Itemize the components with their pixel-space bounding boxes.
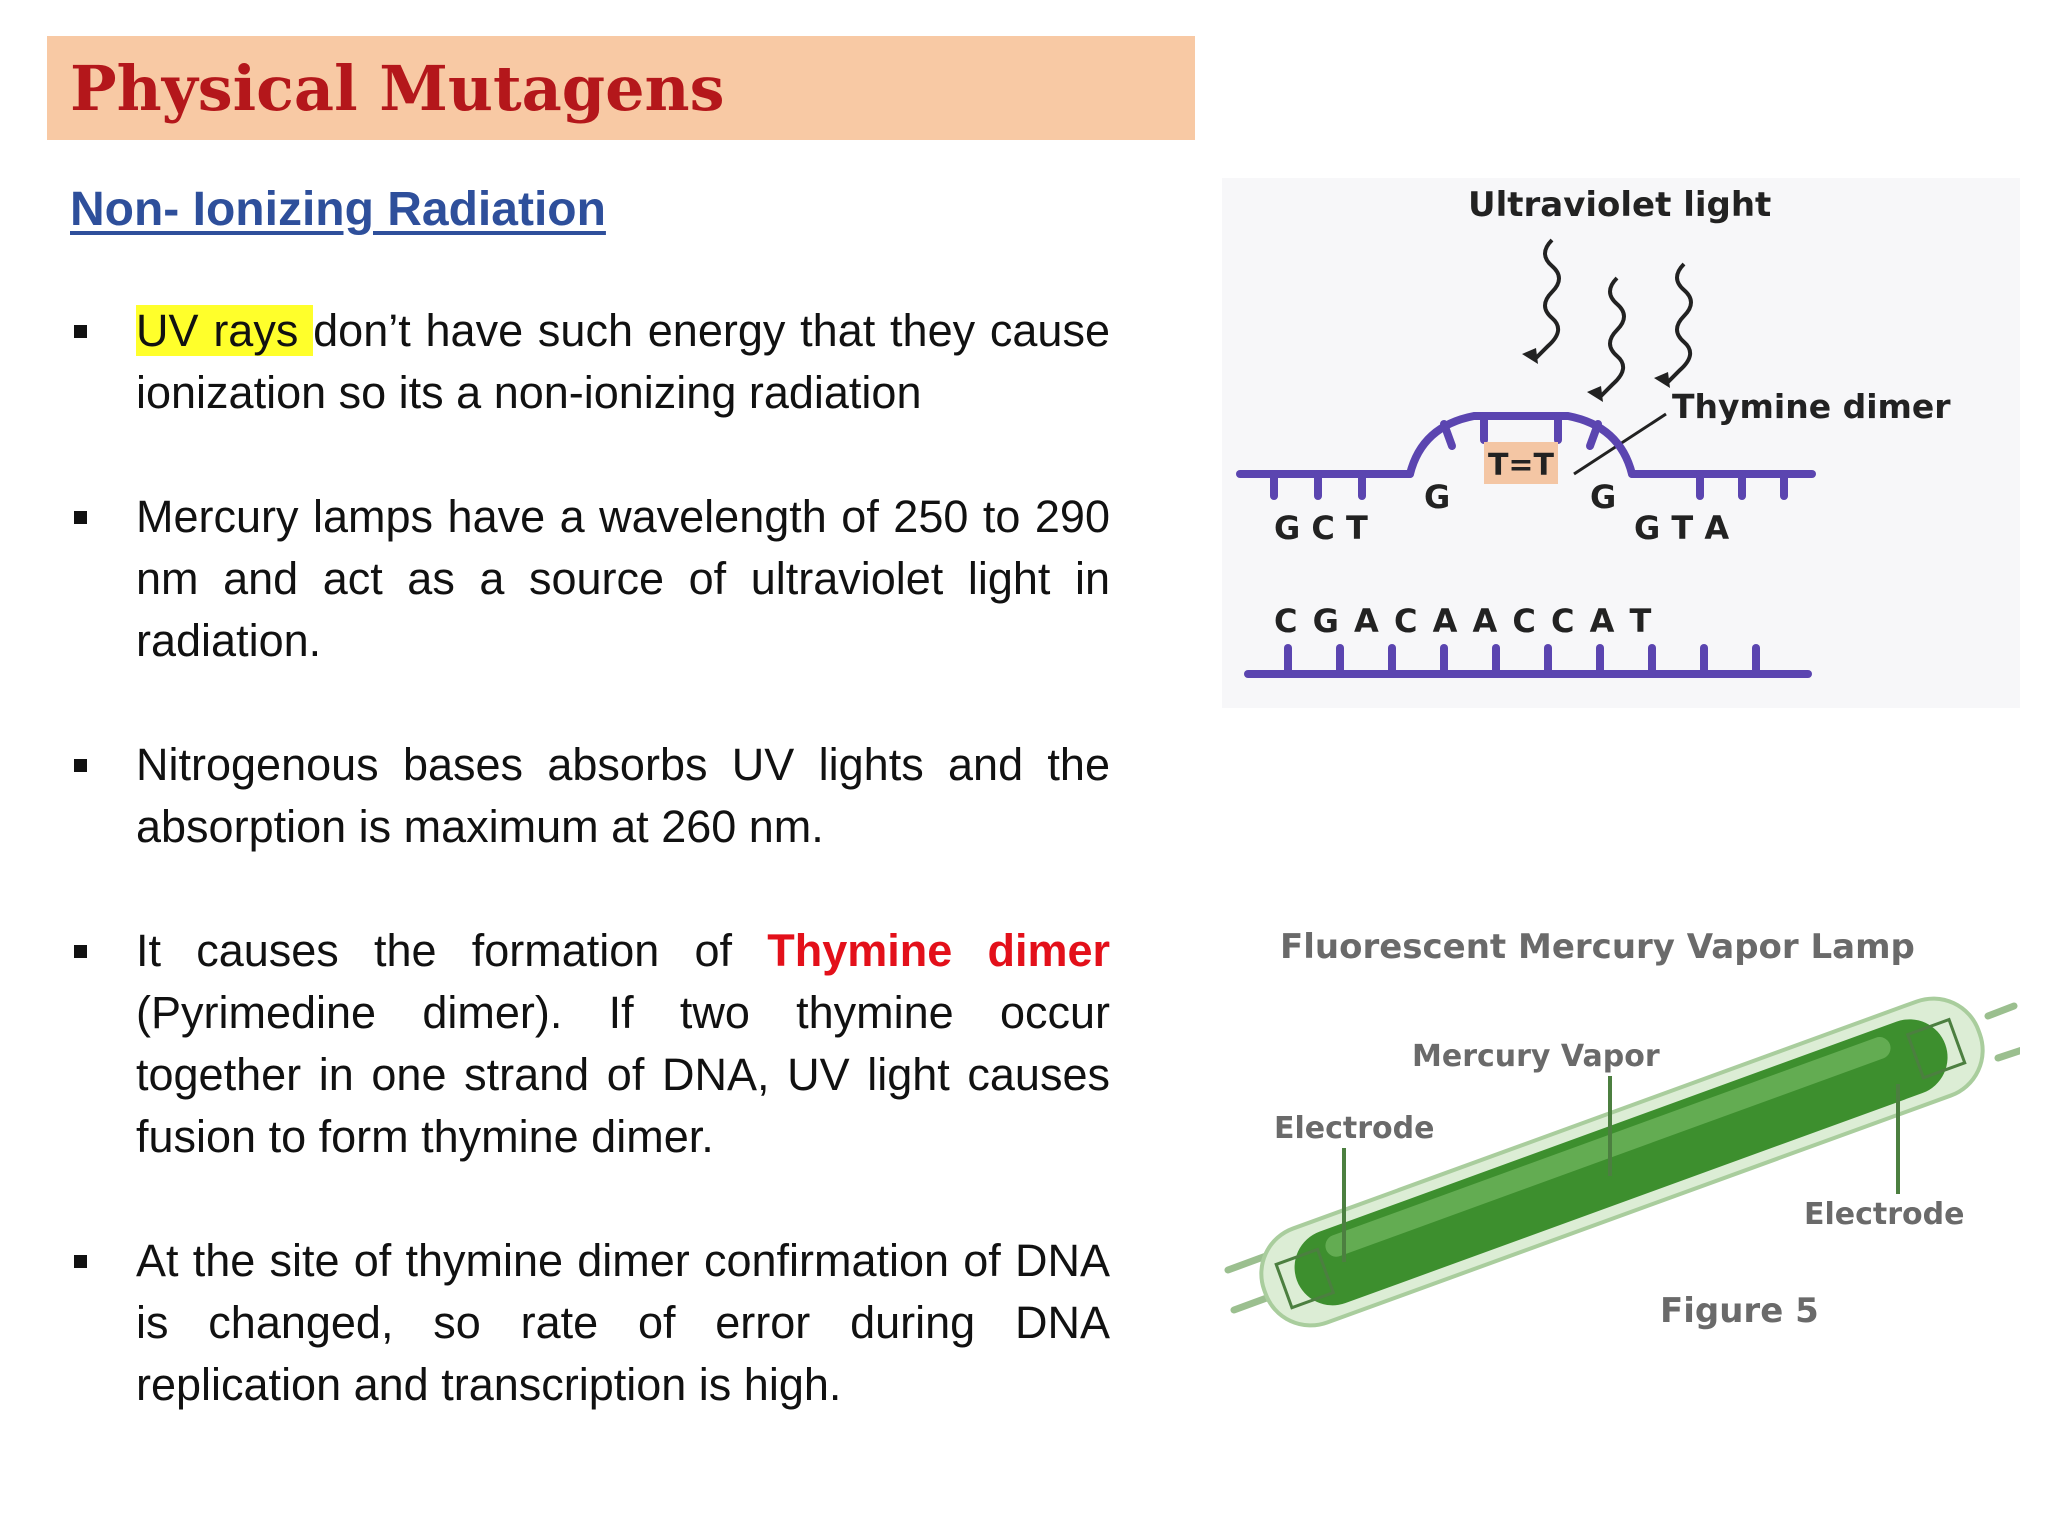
square-bullet-icon [74, 511, 87, 524]
mercury-lamp-figure: Fluorescent Mercury Vapor Lamp Mercury V… [1222, 900, 2026, 1370]
highlighted-text: UV rays [136, 305, 314, 356]
top-strand [1236, 412, 1816, 500]
slide-subtitle: Non- Ionizing Radiation [70, 183, 606, 236]
mercury-vapor-label: Mercury Vapor [1412, 1039, 1660, 1074]
bottom-bases: C G A C A A C C A T [1274, 602, 1653, 640]
bottom-strand [1244, 644, 1812, 678]
square-bullet-icon [74, 325, 87, 338]
bullet-item: Mercury lamps have a wavelength of 250 t… [70, 486, 1110, 672]
lamp-tube-icon [1259, 996, 1985, 1328]
dimer-box [1484, 442, 1558, 484]
bullet-text: (Pyrimedine dimer). If two thymine occur… [136, 987, 1110, 1162]
dimer-pair-label: T=T [1488, 448, 1555, 483]
lamp-title: Fluorescent Mercury Vapor Lamp [1280, 927, 1915, 967]
square-bullet-icon [74, 759, 87, 772]
bullet-item: At the site of thymine dimer confirmatio… [70, 1230, 1110, 1416]
uv-light-label: Ultraviolet light [1468, 185, 1771, 225]
arrowheads-icon [1522, 348, 1670, 402]
mercury-lamp-diagram: Fluorescent Mercury Vapor Lamp Mercury V… [1224, 927, 2026, 1331]
bullet-item: Nitrogenous bases absorbs UV lights and … [70, 734, 1110, 858]
thymine-dimer-figure: Ultraviolet light Thymine dimer [1222, 178, 2020, 708]
thymine-dimer-label: Thymine dimer [1672, 387, 1951, 426]
slide-title: Physical Mutagens [70, 52, 725, 125]
electrode-left-label: Electrode [1274, 1111, 1434, 1146]
square-bullet-icon [74, 1255, 87, 1268]
base-g-left: G [1424, 478, 1450, 516]
title-band [47, 36, 1195, 140]
bullet-text: Mercury lamps have a wavelength of 250 t… [136, 491, 1110, 666]
thymine-dimer-diagram: Ultraviolet light Thymine dimer [1236, 185, 1951, 678]
bullet-item: UV rays don’t have such energy that they… [70, 300, 1110, 424]
bullet-list: UV rays don’t have such energy that they… [70, 300, 1110, 1416]
base-g-right: G [1590, 478, 1616, 516]
bullet-text: don’t have such energy that they cause i… [136, 305, 1110, 418]
figure-caption: Figure 5 [1660, 1291, 1819, 1331]
square-bullet-icon [74, 945, 87, 958]
bullet-text: At the site of thymine dimer confirmatio… [136, 1235, 1110, 1410]
uv-wave-arrows-icon [1532, 238, 1693, 400]
bullet-item: It causes the formation of Thymine dimer… [70, 920, 1110, 1168]
electrode-right-label: Electrode [1804, 1197, 1964, 1232]
top-right-bases: G T A [1634, 509, 1729, 547]
bullet-text: It causes the formation of [136, 925, 768, 976]
top-left-bases: G C T [1274, 509, 1368, 547]
emphasis-text: Thymine dimer [767, 925, 1111, 976]
bullet-text: Nitrogenous bases absorbs UV lights and … [136, 739, 1110, 852]
